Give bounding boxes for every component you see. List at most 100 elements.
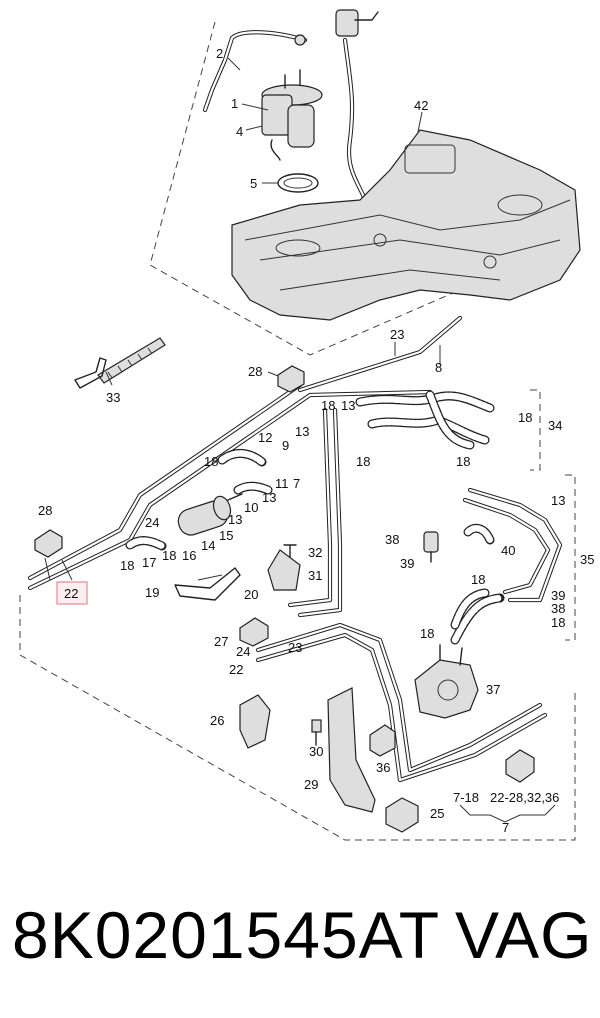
label-31: 31: [308, 568, 322, 583]
label-13-c: 13: [262, 490, 276, 505]
label-19: 19: [145, 585, 159, 600]
label-38-b: 38: [551, 601, 565, 616]
bolt-30: [311, 719, 322, 746]
label-22-lower: 22: [229, 662, 243, 677]
label-11: 11: [275, 476, 289, 491]
label-5: 5: [250, 176, 257, 191]
label-13-a: 13: [341, 398, 355, 413]
part-number: 8K0201545AT: [12, 898, 441, 972]
label-18-c: 18: [120, 558, 134, 573]
breather-line-2: [202, 30, 308, 113]
label-39-a: 39: [400, 556, 414, 571]
label-36: 36: [376, 760, 390, 775]
hose-20: [463, 523, 495, 545]
label-34: 34: [548, 418, 562, 433]
label-13-e: 13: [551, 493, 565, 508]
clip-26: [239, 694, 271, 749]
clip-36: [369, 724, 396, 757]
fuel-lines-35: [462, 487, 563, 603]
label-18-j: 18: [420, 626, 434, 641]
label-22-highlighted: 22: [64, 586, 78, 601]
label-32: 32: [308, 545, 322, 560]
label-16: 16: [182, 548, 196, 563]
label-4: 4: [236, 124, 243, 139]
clip-strip: [74, 337, 166, 389]
label-28-top: 28: [248, 364, 262, 379]
hose-set-34: [355, 390, 495, 450]
label-40: 40: [501, 543, 515, 558]
fuel-filter: [177, 493, 243, 536]
clip-28-left: [34, 529, 63, 558]
fuel-line-8-23: [297, 315, 463, 393]
heat-shield: [327, 687, 376, 813]
bracket-frame-34: [530, 389, 541, 471]
high-pressure-pump: [414, 644, 479, 719]
label-15: 15: [219, 528, 233, 543]
label-38-a: 38: [385, 532, 399, 547]
label-24-lower: 24: [236, 644, 250, 659]
label-28-left: 28: [38, 503, 52, 518]
label-20: 20: [244, 587, 258, 602]
highlight-box-22: [56, 581, 88, 605]
label-35: 35: [580, 552, 594, 567]
callout-labels: 1 2 4 5 42 33 28 23 8 18 13 12 9 13 18 1…: [38, 46, 594, 835]
brand-name: VAG: [455, 898, 593, 972]
label-18-e: 18: [356, 454, 370, 469]
bracket-31: [267, 549, 301, 591]
label-10: 10: [244, 500, 258, 515]
label-29: 29: [304, 777, 318, 792]
label-25: 25: [430, 806, 444, 821]
label-23-lower: 23: [288, 640, 302, 655]
label-18-h: 18: [471, 572, 485, 587]
label-17: 17: [142, 555, 156, 570]
label-18-g: 18: [456, 454, 470, 469]
label-30: 30: [309, 744, 323, 759]
label-23-top: 23: [390, 327, 404, 342]
fuel-tank: [231, 129, 581, 321]
hose-12: [217, 449, 267, 467]
fuel-system-exploded-diagram: 1 2 4 5 42 33 28 23 8 18 13 12 9 13 18 1…: [19, 9, 594, 841]
label-13-b: 13: [295, 424, 309, 439]
bracket-7: [459, 804, 556, 823]
label-26: 26: [210, 713, 224, 728]
lock-ring: [277, 173, 319, 193]
hose-11-10: [233, 481, 273, 495]
label-18-b: 18: [204, 454, 218, 469]
label-14: 14: [201, 538, 215, 553]
label-18-f: 18: [518, 410, 532, 425]
clip-27: [239, 617, 269, 647]
fuel-lines-lower: [255, 407, 548, 783]
valve-38: [423, 531, 439, 563]
label-39-b: 39: [551, 588, 565, 603]
label-9: 9: [282, 438, 289, 453]
label-8: 8: [435, 360, 442, 375]
bracket-19: [174, 567, 241, 601]
leader-lines: [44, 57, 441, 581]
label-7-b: 7: [502, 820, 509, 835]
tank-group-frame: [149, 21, 561, 356]
label-7-a: 7: [293, 476, 300, 491]
label-24-left: 24: [145, 515, 159, 530]
filler-neck: [335, 9, 379, 203]
label-2: 2: [216, 46, 223, 61]
bracket-frame-35: [565, 474, 576, 641]
hose-17: [125, 536, 167, 551]
label-18-d: 18: [162, 548, 176, 563]
clip-right: [505, 749, 535, 783]
label-1: 1: [231, 96, 238, 111]
clip-25: [385, 797, 419, 833]
clip-28-top: [277, 365, 305, 393]
label-13-d: 13: [228, 512, 242, 527]
lower-group-frame: [19, 595, 576, 841]
label-33: 33: [106, 390, 120, 405]
fuel-pump-sender: [261, 69, 323, 161]
label-27: 27: [214, 634, 228, 649]
label-18-a: 18: [321, 398, 335, 413]
label-42: 42: [414, 98, 428, 113]
label-12: 12: [258, 430, 272, 445]
label-22-28-32-36: 22-28,32,36: [490, 790, 559, 805]
label-7-18: 7-18: [453, 790, 479, 805]
hose-lower-right: [450, 588, 505, 645]
label-37: 37: [486, 682, 500, 697]
label-18-i: 18: [551, 615, 565, 630]
